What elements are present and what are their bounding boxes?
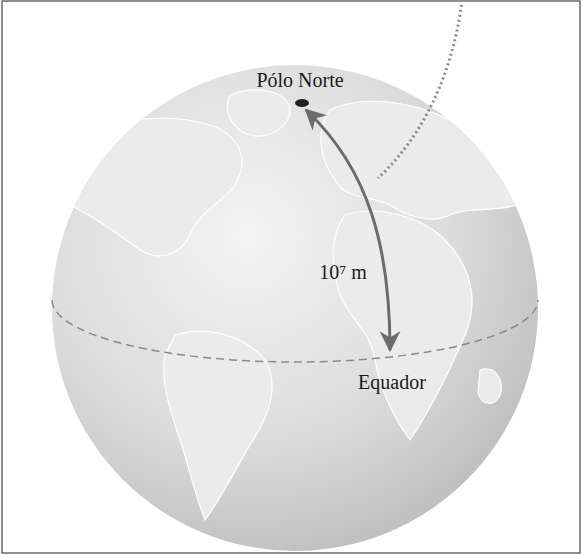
dotted-pointer bbox=[378, 0, 462, 178]
equator-line bbox=[52, 300, 538, 362]
pole-label: Pólo Norte bbox=[256, 69, 343, 91]
equator-label: Equador bbox=[358, 371, 426, 393]
distance-label: 10⁷ m bbox=[319, 261, 367, 283]
distance-arrow bbox=[306, 110, 390, 350]
continents bbox=[55, 90, 525, 520]
globe bbox=[52, 65, 538, 551]
north-pole-marker bbox=[295, 99, 309, 107]
